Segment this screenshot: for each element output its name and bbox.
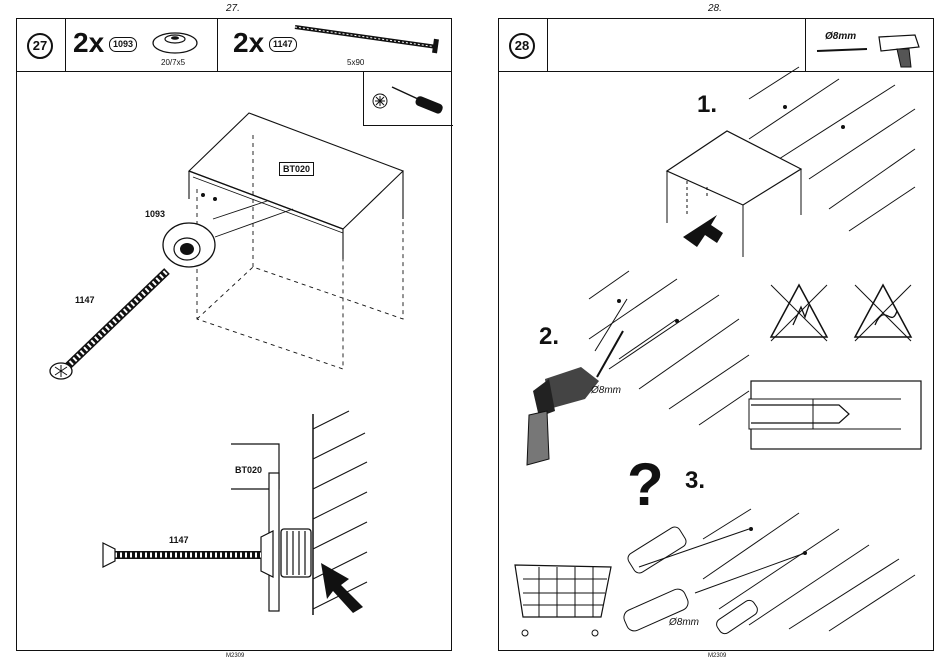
question-mark: ? [627, 455, 664, 515]
arrow-icon [321, 563, 363, 613]
step-3-label: 3. [685, 467, 705, 495]
screw-label: 1147 [75, 295, 95, 305]
left-page: 27 2x 1093 20/7x5 2x 1147 5x90 [16, 18, 452, 651]
page-number-right: 28. [708, 3, 722, 14]
footer-left: M2309 [226, 653, 244, 659]
drill-size: Ø8mm [591, 385, 621, 396]
cabinet-drawing [17, 19, 453, 652]
detail-panel-tag: BT020 [235, 465, 262, 475]
step-1-label: 1. [697, 91, 717, 119]
right-page: 28 Ø8mm [498, 18, 934, 651]
step-2-label: 2. [539, 323, 559, 351]
plug-size: Ø8mm [669, 617, 699, 628]
arrow-icon [683, 215, 723, 247]
page-number-left: 27. [226, 3, 240, 14]
footer-right: M2309 [708, 653, 726, 659]
washer-label: 1093 [145, 209, 165, 219]
panel-tag: BT020 [279, 162, 314, 176]
detail-screw-label: 1147 [169, 535, 189, 545]
